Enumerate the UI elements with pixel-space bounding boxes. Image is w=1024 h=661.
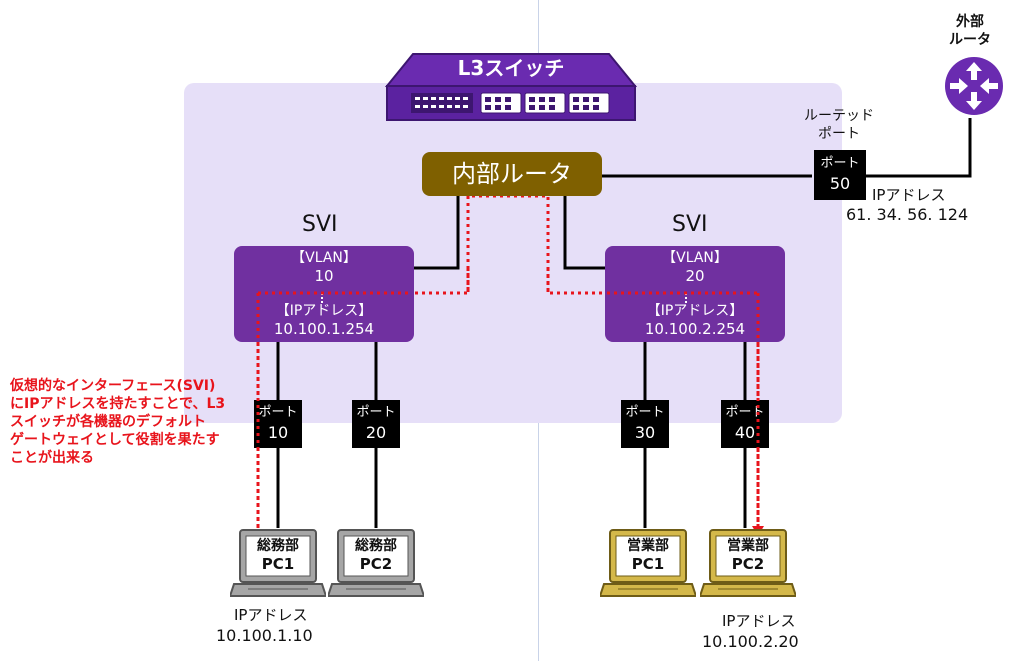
svi-right-ip-value: 10.100.2.254 xyxy=(644,320,746,338)
external-router-label-2: ルータ xyxy=(949,32,991,48)
pc-name: PC2 xyxy=(731,555,765,573)
laptop-icon xyxy=(328,529,424,597)
pc-dept: 営業部 xyxy=(727,538,769,554)
port-40: ポート 40 xyxy=(721,400,769,448)
pc1-ip-title: IPアドレス xyxy=(234,606,308,624)
laptop-icon xyxy=(700,529,796,597)
pc-name: PC1 xyxy=(261,555,295,573)
note-line: スイッチが各機器のデフォルト xyxy=(10,414,206,430)
svi-left-ip-title: 【IPアドレス】 xyxy=(275,303,373,319)
svi-left-heading: SVI xyxy=(302,212,338,237)
internal-router-box: 内部ルータ xyxy=(422,152,602,196)
pc-name: PC1 xyxy=(631,555,665,573)
pc-eigyo-1: 営業部 PC1 xyxy=(616,538,680,573)
pc4-ip-value: 10.100.2.20 xyxy=(702,632,799,651)
routed-port-caption-1: ルーテッド xyxy=(804,108,874,124)
pc-dept: 営業部 xyxy=(627,538,669,554)
pc-soumu-1: 総務部 PC1 xyxy=(246,538,310,573)
svi-note: 仮想的なインターフェース(SVI) にIPアドレスを持たすことで、L3 スイッチ… xyxy=(10,377,225,467)
port-number: 10 xyxy=(267,423,289,442)
l3-switch-label: L3スイッチ xyxy=(457,56,565,80)
note-line: にIPアドレスを持たすことで、L3 xyxy=(10,396,226,412)
port-label: ポート xyxy=(356,405,396,420)
svi-right-heading: SVI xyxy=(672,212,708,237)
external-router-label-1: 外部 xyxy=(956,14,984,30)
laptop-icon xyxy=(600,529,696,597)
port-number: 20 xyxy=(365,423,387,442)
port-label: ポート xyxy=(258,405,298,420)
internal-router-label: 内部ルータ xyxy=(452,160,572,188)
svi-right-ip-title: 【IPアドレス】 xyxy=(646,303,744,319)
svi-left-vlan-id: 10 xyxy=(314,267,334,285)
svi-right-vlan-title: 【VLAN】 xyxy=(662,250,728,266)
traffic-path xyxy=(256,194,760,528)
routed-port-ip-value: 61. 34. 56. 124 xyxy=(846,205,969,224)
port-label: ポート xyxy=(820,156,860,171)
port-20: ポート 20 xyxy=(352,400,400,448)
note-line: 仮想的なインターフェース(SVI) xyxy=(10,378,216,394)
svi-right-vlan-id: 20 xyxy=(685,267,705,285)
port-number: 30 xyxy=(634,423,656,442)
port-label: ポート xyxy=(725,405,765,420)
svi-left-ip-value: 10.100.1.254 xyxy=(273,320,375,338)
port-10: ポート 10 xyxy=(254,400,302,448)
port-30: ポート 30 xyxy=(621,400,669,448)
port-label: ポート xyxy=(625,405,665,420)
pc-dept: 総務部 xyxy=(355,538,397,554)
svi-left-vlan-title: 【VLAN】 xyxy=(291,250,357,266)
pc-dept: 総務部 xyxy=(257,538,299,554)
port-number: 50 xyxy=(829,174,851,193)
l3-switch-icon xyxy=(385,53,637,121)
note-line: ことが出来る xyxy=(10,450,94,466)
port-50: ポート 50 xyxy=(814,150,866,200)
pc-eigyo-2: 営業部 PC2 xyxy=(716,538,780,573)
pc4-ip-title: IPアドレス xyxy=(722,612,796,630)
routed-port-ip-title: IPアドレス xyxy=(872,186,946,204)
pc-name: PC2 xyxy=(359,555,393,573)
pc1-ip-value: 10.100.1.10 xyxy=(216,626,313,645)
pc-soumu-2: 総務部 PC2 xyxy=(344,538,408,573)
port-number: 40 xyxy=(734,423,756,442)
external-router-icon xyxy=(945,57,1003,115)
routed-port-caption-2: ポート xyxy=(818,126,860,142)
laptop-icon xyxy=(230,529,326,597)
note-line: ゲートウェイとして役割を果たす xyxy=(10,432,220,448)
